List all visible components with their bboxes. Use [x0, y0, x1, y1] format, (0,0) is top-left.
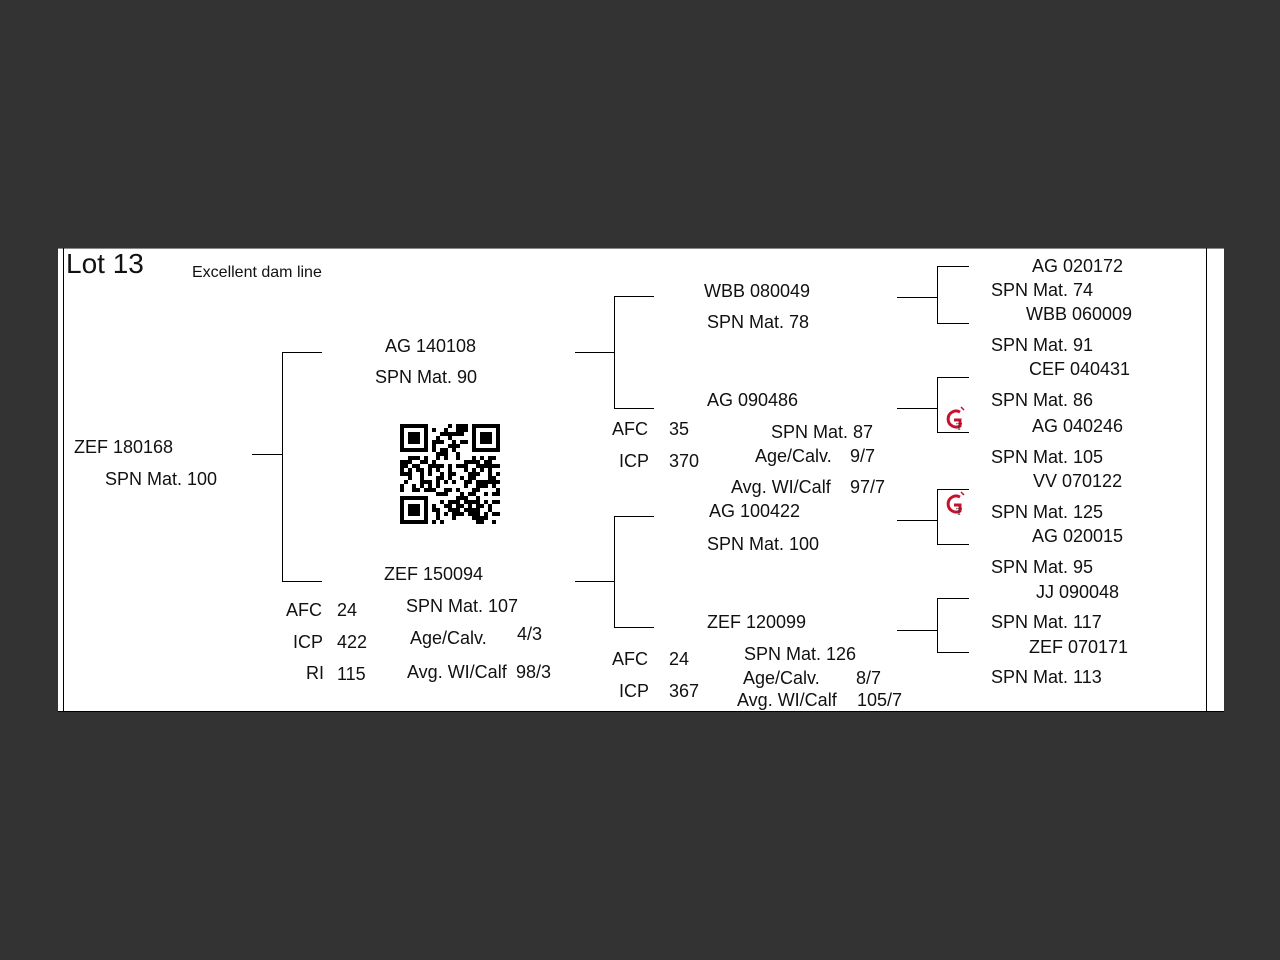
dam-spn: SPN Mat. 107 — [406, 596, 519, 616]
ggp-6-id: AG 020015 — [1032, 526, 1124, 546]
ggp-3-id: CEF 040431 — [1029, 359, 1131, 379]
gt-logo-icon: T — [946, 406, 965, 433]
border-top — [58, 248, 1224, 249]
bracket-line — [937, 598, 969, 599]
sd-spn: SPN Mat. 87 — [771, 422, 874, 442]
dam-id: ZEF 150094 — [384, 564, 484, 584]
dam-agecalv-label: Age/Calv. — [410, 628, 487, 648]
dam-avgwi-label: Avg. WI/Calf — [407, 662, 507, 682]
ss-spn: SPN Mat. 78 — [707, 312, 810, 332]
dd-afc-label: AFC — [612, 649, 648, 669]
bracket-line — [897, 520, 937, 521]
ggp-2-spn: SPN Mat. 91 — [991, 335, 1094, 355]
ggp-4-spn: SPN Mat. 105 — [991, 447, 1104, 467]
sd-icp-label: ICP — [619, 451, 650, 471]
bracket-line — [614, 408, 654, 409]
qr-code-icon — [400, 424, 500, 524]
ggp-5-spn: SPN Mat. 125 — [991, 502, 1104, 522]
svg-text:T: T — [956, 507, 962, 518]
lot-note: Excellent dam line — [192, 264, 322, 281]
dam-avgwi-value: 98/3 — [516, 662, 552, 682]
bracket-line — [282, 352, 283, 581]
dd-avgwi-value: 105/7 — [857, 690, 903, 710]
dam-ri-value: 115 — [337, 664, 366, 684]
bracket-line — [282, 581, 322, 582]
bracket-line — [937, 432, 969, 433]
ggp-1-id: AG 020172 — [1032, 256, 1124, 276]
bracket-line — [937, 489, 969, 490]
ggp-8-id: ZEF 070171 — [1029, 637, 1129, 657]
border-left — [63, 248, 64, 712]
border-bottom — [58, 711, 1224, 712]
ggp-1-spn: SPN Mat. 74 — [991, 280, 1094, 300]
sd-icp-value: 370 — [669, 451, 700, 471]
bracket-line — [937, 323, 969, 324]
ggp-8-spn: SPN Mat. 113 — [991, 667, 1102, 687]
dam-icp-value: 422 — [337, 632, 368, 652]
dam-afc-label: AFC — [286, 600, 322, 620]
animal-id: ZEF 180168 — [74, 437, 174, 457]
sire-id: AG 140108 — [385, 336, 477, 356]
dd-agecalv-value: 8/7 — [856, 668, 882, 688]
bracket-line — [614, 516, 615, 627]
animal-spn: SPN Mat. 100 — [105, 469, 218, 489]
bracket-line — [937, 544, 969, 545]
sd-avgwi-value: 97/7 — [850, 477, 886, 497]
dd-icp-value: 367 — [669, 681, 700, 701]
ss-id: WBB 080049 — [704, 281, 811, 301]
ggp-6-spn: SPN Mat. 95 — [991, 557, 1094, 577]
ds-id: AG 100422 — [709, 501, 801, 521]
dam-afc-value: 24 — [337, 600, 358, 620]
bracket-line — [614, 296, 654, 297]
gt-logo-icon: T — [946, 491, 965, 518]
sd-afc-label: AFC — [612, 419, 648, 439]
sd-avgwi-label: Avg. WI/Calf — [731, 477, 831, 497]
bracket-line — [575, 581, 615, 582]
bracket-line — [614, 516, 654, 517]
dd-id: ZEF 120099 — [707, 612, 807, 632]
sd-id: AG 090486 — [707, 390, 799, 410]
bracket-line — [252, 454, 283, 455]
dam-agecalv-value: 4/3 — [517, 624, 543, 644]
dd-avgwi-label: Avg. WI/Calf — [737, 690, 837, 710]
sd-agecalv-label: Age/Calv. — [755, 446, 832, 466]
lot-title: Lot 13 — [66, 248, 144, 279]
dam-ri-label: RI — [306, 663, 324, 683]
pedigree-card: Lot 13 Excellent dam line ZEF 180168 SPN… — [58, 248, 1224, 712]
border-right — [1206, 248, 1207, 712]
sd-agecalv-value: 9/7 — [850, 446, 876, 466]
bracket-line — [937, 266, 938, 323]
bracket-line — [282, 352, 322, 353]
ds-spn: SPN Mat. 100 — [707, 534, 820, 554]
dd-agecalv-label: Age/Calv. — [743, 668, 820, 688]
dd-spn: SPN Mat. 126 — [744, 644, 857, 664]
dd-icp-label: ICP — [619, 681, 650, 701]
ggp-2-id: WBB 060009 — [1026, 304, 1133, 324]
ggp-7-spn: SPN Mat. 117 — [991, 612, 1102, 632]
dd-afc-value: 24 — [669, 649, 690, 669]
ggp-5-id: VV 070122 — [1033, 471, 1123, 491]
bracket-line — [897, 408, 937, 409]
sire-spn: SPN Mat. 90 — [375, 367, 478, 387]
bracket-line — [575, 352, 615, 353]
ggp-3-spn: SPN Mat. 86 — [991, 390, 1094, 410]
bracket-line — [937, 489, 938, 544]
sd-afc-value: 35 — [669, 419, 690, 439]
bracket-line — [937, 377, 969, 378]
bracket-line — [897, 297, 937, 298]
dam-icp-label: ICP — [293, 632, 324, 652]
ggp-7-id: JJ 090048 — [1036, 582, 1120, 602]
bracket-line — [937, 652, 969, 653]
bracket-line — [937, 598, 938, 652]
bracket-line — [614, 627, 654, 628]
bracket-line — [614, 296, 615, 408]
svg-text:T: T — [956, 422, 962, 433]
bracket-line — [937, 266, 969, 267]
bracket-line — [937, 377, 938, 432]
bracket-line — [897, 630, 937, 631]
ggp-4-id: AG 040246 — [1032, 416, 1124, 436]
